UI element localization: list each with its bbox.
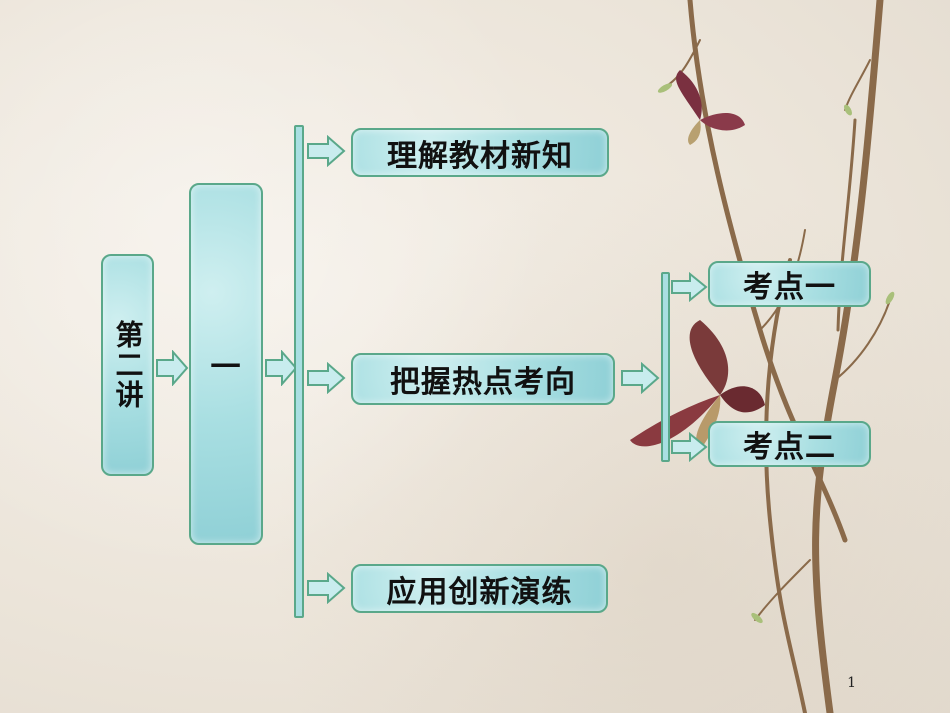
unit-box[interactable]: 一 xyxy=(189,183,263,545)
arrow-right-icon xyxy=(307,135,346,167)
bracket-bar xyxy=(661,272,670,462)
arrow-right-icon xyxy=(156,350,189,386)
arrow-right-icon xyxy=(265,350,298,386)
arrow-right-icon xyxy=(671,272,708,302)
bracket-bar xyxy=(294,125,304,618)
item-box-hotspots[interactable]: 把握热点考向 xyxy=(351,353,615,405)
arrow-right-icon xyxy=(307,572,346,604)
arrow-right-icon xyxy=(671,432,708,462)
item-box-understand[interactable]: 理解教材新知 xyxy=(351,128,609,177)
butterfly-icon xyxy=(630,320,765,450)
item-box-practice[interactable]: 应用创新演练 xyxy=(351,564,608,613)
point-box-two[interactable]: 考点二 xyxy=(708,421,871,467)
page-number: 1 xyxy=(847,675,856,691)
arrow-right-icon xyxy=(621,362,660,394)
arrow-right-icon xyxy=(307,362,346,394)
butterfly-icon xyxy=(676,70,745,145)
lecture-box[interactable]: 第二讲 xyxy=(101,254,154,476)
point-box-one[interactable]: 考点一 xyxy=(708,261,871,307)
